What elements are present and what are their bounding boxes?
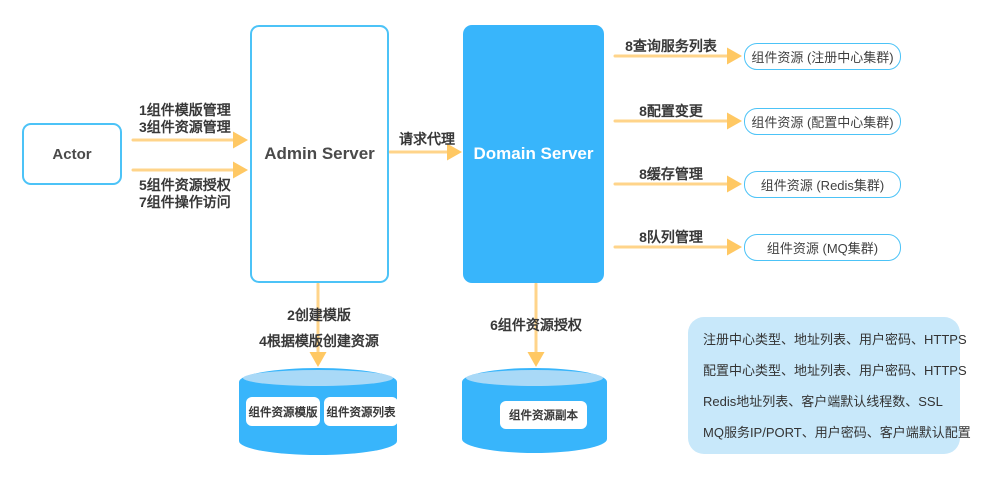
edge-step-4: 4根据模版创建资源 [259,333,379,349]
admin-database-cylinder: 组件资源模版 组件资源列表 [239,368,398,455]
edge-label-queue-management: 8队列管理 [639,229,703,245]
cylinder-top-ellipse [243,370,393,386]
resource-config-label: 组件资源 (配置中心集群) [751,115,894,130]
config-note-panel: 注册中心类型、地址列表、用户密码、HTTPS 配置中心类型、地址列表、用户密码、… [688,317,971,454]
db-item-resource-replica: 组件资源副本 [500,401,587,429]
edge-label-actor-admin-bottom: 5组件资源授权 7组件操作访问 [139,177,231,211]
cylinder-top-ellipse [466,370,603,386]
arrow-domain-cache [613,175,742,193]
edge-step-1: 1组件模版管理 [139,102,231,118]
arrow-domain-db [527,282,545,367]
resource-redis-label: 组件资源 (Redis集群) [760,178,885,193]
resource-mq-label: 组件资源 (MQ集群) [766,241,879,256]
db-item-resource-template: 组件资源模版 [246,397,320,426]
actor-node: Actor [22,123,122,185]
edge-label-request-proxy: 请求代理 [399,131,455,147]
resource-redis-cluster: 组件资源 (Redis集群) [744,171,901,198]
note-line-redis: Redis地址列表、客户端默认线程数、SSL [703,394,943,409]
db-item-resource-list: 组件资源列表 [324,397,398,426]
edge-step-3: 3组件资源管理 [139,119,231,135]
edge-label-query-service-list: 8查询服务列表 [625,38,717,54]
domain-server-node: Domain Server [463,25,604,283]
arrow-domain-registry [613,47,742,65]
arrow-actor-admin-bottom [131,161,248,179]
edge-label-actor-admin-top: 1组件模版管理 3组件资源管理 [139,102,231,136]
arrow-admin-db [309,282,327,367]
edge-label-config-change: 8配置变更 [639,103,703,119]
edge-step-2: 2创建模版 [287,307,351,323]
resource-config-cluster: 组件资源 (配置中心集群) [744,108,901,135]
edge-label-create-template: 2创建模版 4根据模版创建资源 [230,302,408,354]
note-line-mq: MQ服务IP/PORT、用户密码、客户端默认配置 [703,425,971,440]
resource-registry-label: 组件资源 (注册中心集群) [751,50,894,65]
arrow-admin-domain [388,143,462,161]
edge-label-cache-management: 8缓存管理 [639,166,703,182]
edge-step-7: 7组件操作访问 [139,194,231,210]
domain-database-cylinder: 组件资源副本 [462,368,607,453]
admin-server-node: Admin Server [250,25,389,283]
domain-server-title: Domain Server [473,144,594,163]
edge-step-5: 5组件资源授权 [139,177,231,193]
edge-label-resource-authorization: 6组件资源授权 [490,317,582,333]
arrow-domain-queue [613,238,742,256]
actor-label: Actor [52,145,92,163]
arrow-domain-config [613,112,742,130]
arrow-actor-admin-top [131,131,248,149]
note-line-registry: 注册中心类型、地址列表、用户密码、HTTPS [703,332,967,347]
note-line-config: 配置中心类型、地址列表、用户密码、HTTPS [703,363,967,378]
resource-mq-cluster: 组件资源 (MQ集群) [744,234,901,261]
admin-server-title: Admin Server [264,144,375,163]
resource-registry-cluster: 组件资源 (注册中心集群) [744,43,901,70]
